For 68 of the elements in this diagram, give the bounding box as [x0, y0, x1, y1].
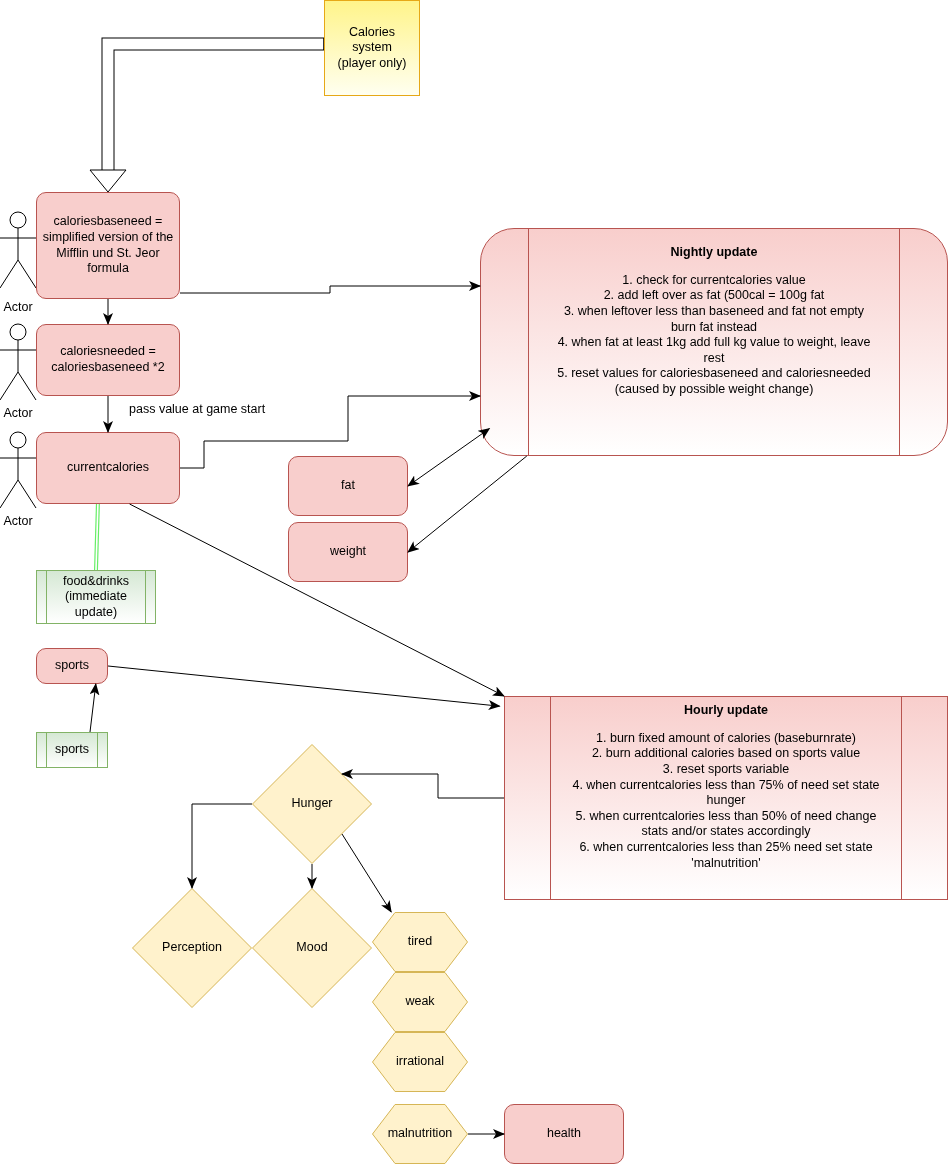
box-label: fat — [341, 478, 355, 494]
shape-label: Hunger — [291, 796, 333, 812]
list-item: 6. when currentcalories less than 25% need set state 'malnutrition' — [578, 840, 874, 872]
process-box — [36, 648, 108, 684]
arrow — [187, 803, 253, 889]
arrow — [307, 863, 317, 889]
state-hexagon — [372, 972, 468, 1032]
list-item: 2. burn additional calories based on sports value — [591, 746, 861, 762]
process-box — [288, 522, 408, 582]
process-box — [504, 1104, 624, 1164]
shape-label: irrational — [396, 1054, 444, 1070]
list-item: 3. reset sports variable — [662, 761, 790, 778]
list-item: 2. add left over as fat (500cal = 100g fat — [603, 288, 825, 304]
process-panel — [504, 696, 948, 900]
shape-label: tired — [407, 934, 433, 950]
list-item: 4. when fat at least 1kg add full kg value to weight, leave rest — [556, 335, 872, 367]
arrow — [341, 769, 505, 799]
arrow — [103, 395, 113, 433]
shape-label: Mood — [296, 940, 328, 956]
shape-label: malnutrition — [387, 1126, 453, 1142]
arrow — [89, 683, 100, 733]
edge-label: pass value at game start — [128, 402, 267, 416]
arrow — [179, 281, 481, 294]
subprocess-box — [36, 732, 108, 768]
arrow — [407, 428, 491, 487]
box-label: caloriesbaseneed = simplified version of the Mifflin und St. Jeor formula — [41, 214, 175, 277]
box-label: Calories system (player only) — [337, 24, 407, 72]
box-label: food&drinks (immediate update) — [62, 573, 130, 621]
actor-label: Actor — [2, 514, 34, 530]
decision-diamond — [132, 888, 252, 1008]
process-box — [36, 432, 180, 504]
shape-label: Perception — [162, 940, 222, 956]
shape-label: weak — [405, 994, 435, 1010]
list-item: 5. reset values for caloriesbaseneed and caloriesneeded (caused by possible weight change) — [556, 366, 872, 398]
box-label: sports — [54, 742, 89, 758]
box-label: currentcalories — [67, 460, 149, 476]
list-item: 4. when currentcalories less than 75% of need set state hunger — [571, 777, 881, 809]
state-hexagon — [372, 912, 468, 972]
box-label: health — [546, 1126, 582, 1142]
block-arrow — [89, 37, 324, 193]
arrow — [407, 455, 528, 553]
double-line — [94, 503, 100, 571]
box-label: weight — [329, 544, 367, 560]
list-item: 5. when currentcalories less than 50% of need change stats and/or states accordingly — [574, 808, 878, 840]
arrow — [179, 391, 481, 469]
process-panel — [480, 228, 948, 456]
list-item: 1. burn fixed amount of calories (baseburnrate) — [596, 730, 856, 747]
arrow — [467, 1129, 505, 1139]
note-box — [324, 0, 420, 96]
arrow — [341, 833, 392, 913]
subprocess-box — [36, 570, 156, 624]
process-box — [288, 456, 408, 516]
panel-title: Hourly update — [683, 703, 768, 719]
list-item: 1. check for currentcalories value — [622, 272, 806, 289]
panel-title: Nightly update — [670, 245, 758, 261]
process-box — [36, 324, 180, 396]
decision-diamond — [252, 744, 372, 864]
arrow — [103, 298, 113, 325]
state-hexagon — [372, 1032, 468, 1092]
actor-label: Actor — [2, 300, 34, 316]
box-label: caloriesneeded = caloriesbaseneed *2 — [50, 344, 166, 376]
arrow — [107, 665, 501, 711]
actor-label: Actor — [2, 406, 34, 422]
process-box — [36, 192, 180, 299]
box-label: sports — [54, 658, 89, 674]
arrow — [129, 503, 505, 697]
state-hexagon — [372, 1104, 468, 1164]
list-item: 3. when leftover less than baseneed and fat not empty burn fat instead — [562, 303, 866, 336]
